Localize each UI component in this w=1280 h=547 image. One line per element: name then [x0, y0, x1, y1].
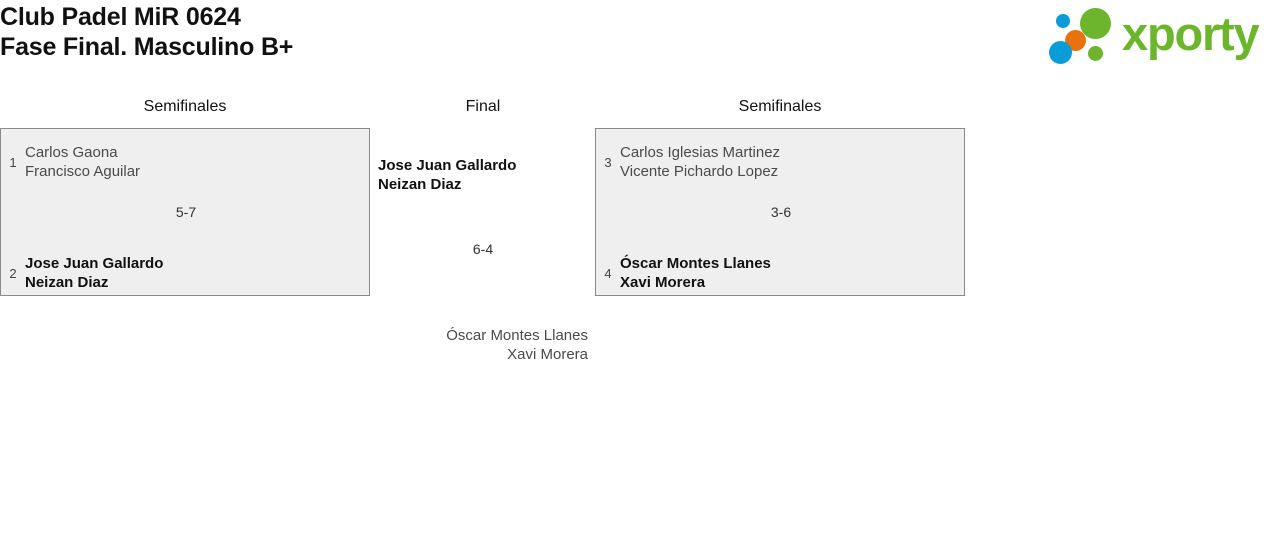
team-seed: 2 [9, 265, 17, 281]
page-title: Club Padel MiR 0624 Fase Final. Masculin… [0, 2, 293, 62]
match-final[interactable]: Jose Juan Gallardo Neizan Diaz 6-4 Óscar… [378, 128, 588, 408]
player-name: Francisco Aguilar [25, 163, 141, 180]
player-name: Jose Juan Gallardo [378, 157, 517, 174]
logo-dot-blue-large [1049, 41, 1072, 64]
match-team-bottom[interactable]: 2 Jose Juan Gallardo Neizan Diaz [1, 252, 369, 294]
player-name: Xavi Morera [507, 346, 588, 363]
match-semifinal-right[interactable]: 3 Carlos Iglesias Martinez Vicente Picha… [595, 128, 965, 296]
logo-dots-icon [1049, 8, 1128, 64]
logo-dot-blue-small [1056, 14, 1070, 28]
page-header: Club Padel MiR 0624 Fase Final. Masculin… [0, 0, 1280, 86]
team-players: Óscar Montes Llanes Xavi Morera [620, 254, 964, 292]
match-team-top[interactable]: Jose Juan Gallardo Neizan Diaz [378, 154, 588, 196]
match-team-bottom[interactable]: Óscar Montes Llanes Xavi Morera [378, 324, 588, 366]
logo-dot-green-small [1088, 46, 1103, 61]
player-name: Vicente Pichardo Lopez [620, 163, 779, 180]
team-players: Carlos Iglesias Martinez Vicente Pichard… [620, 143, 964, 181]
tournament-name: Club Padel MiR 0624 [0, 3, 241, 31]
player-name: Óscar Montes Llanes [620, 255, 771, 272]
team-players: Jose Juan Gallardo Neizan Diaz [25, 254, 369, 292]
team-players: Jose Juan Gallardo Neizan Diaz [378, 156, 588, 194]
logo-wordmark: xporty [1122, 7, 1260, 60]
player-name: Neizan Diaz [378, 176, 462, 193]
match-score: 5-7 [175, 204, 197, 220]
round-title-semifinal-right: Semifinales [738, 98, 822, 115]
player-name: Jose Juan Gallardo [25, 255, 164, 272]
tournament-bracket: Semifinales Final Semifinales 1 Carlos G… [0, 86, 1280, 547]
team-players: Óscar Montes Llanes Xavi Morera [378, 326, 588, 364]
player-name: Xavi Morera [620, 274, 706, 291]
team-players: Carlos Gaona Francisco Aguilar [25, 143, 369, 181]
xporty-logo: xporty [1044, 4, 1272, 64]
team-seed: 3 [604, 154, 612, 170]
player-name: Neizan Diaz [25, 274, 109, 291]
player-name: Carlos Iglesias Martinez [620, 144, 781, 161]
match-team-top[interactable]: 1 Carlos Gaona Francisco Aguilar [1, 141, 369, 183]
player-name: Carlos Gaona [25, 144, 118, 161]
tournament-phase: Fase Final. Masculino B+ [0, 33, 294, 61]
match-team-bottom[interactable]: 4 Óscar Montes Llanes Xavi Morera [596, 252, 964, 294]
logo-dot-green-large [1080, 8, 1111, 39]
team-seed: 1 [9, 154, 17, 170]
match-team-top[interactable]: 3 Carlos Iglesias Martinez Vicente Picha… [596, 141, 964, 183]
match-score: 3-6 [770, 204, 792, 220]
player-name: Óscar Montes Llanes [446, 327, 588, 344]
team-seed: 4 [604, 265, 612, 281]
round-title-final: Final [465, 98, 501, 115]
match-semifinal-left[interactable]: 1 Carlos Gaona Francisco Aguilar 5-7 2 J… [0, 128, 370, 296]
match-score: 6-4 [472, 241, 494, 257]
round-title-semifinal-left: Semifinales [143, 98, 227, 115]
